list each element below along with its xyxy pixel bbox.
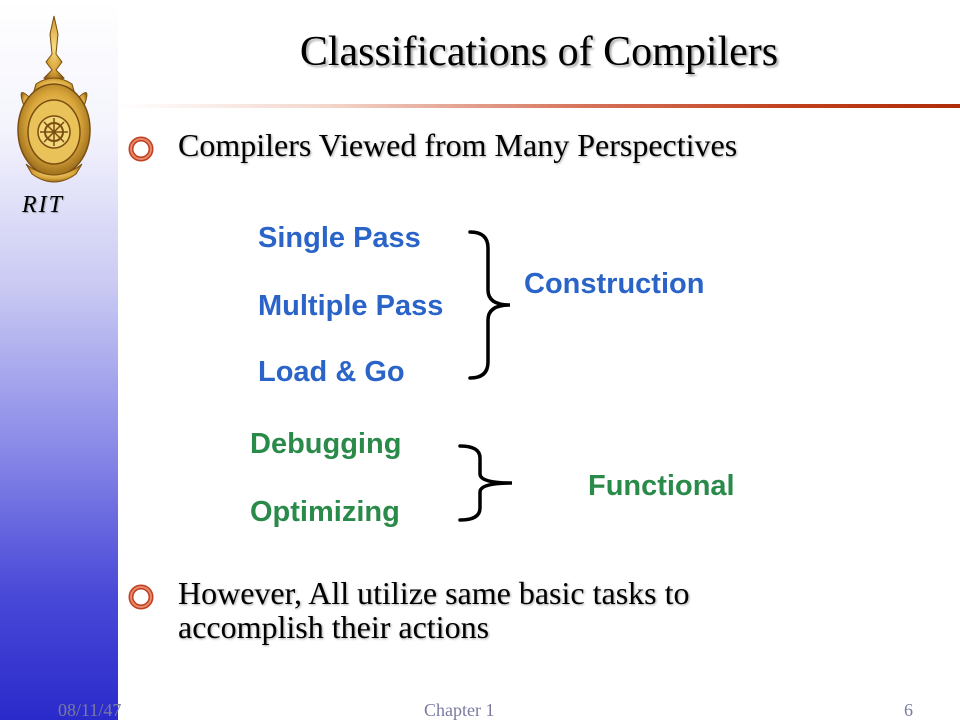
bullet-icon — [128, 136, 154, 162]
functional-brace — [458, 444, 513, 522]
title-divider — [118, 104, 960, 108]
construction-item: Multiple Pass — [258, 290, 444, 322]
sidebar: RIT — [0, 0, 118, 720]
bullet-text-line: accomplish their actions — [178, 609, 490, 645]
functional-item: Optimizing — [250, 496, 400, 528]
bullet-text: Compilers Viewed from Many Perspectives — [178, 127, 738, 163]
construction-item: Single Pass — [258, 222, 421, 254]
bullet-text-line: However, All utilize same basic tasks to — [178, 575, 690, 611]
construction-item: Load & Go — [258, 356, 405, 388]
sidebar-label: RIT — [22, 192, 64, 218]
construction-label: Construction — [524, 268, 705, 300]
construction-brace — [468, 230, 511, 380]
functional-label: Functional — [588, 470, 735, 502]
footer-page-number: 6 — [904, 700, 913, 720]
royal-emblem-logo — [17, 15, 91, 183]
slide-title: Classifications of Compilers — [299, 29, 779, 75]
bullet-icon — [128, 584, 154, 610]
footer-chapter: Chapter 1 — [424, 700, 495, 720]
functional-item: Debugging — [250, 428, 402, 460]
footer-date: 08/11/47 — [58, 700, 122, 720]
